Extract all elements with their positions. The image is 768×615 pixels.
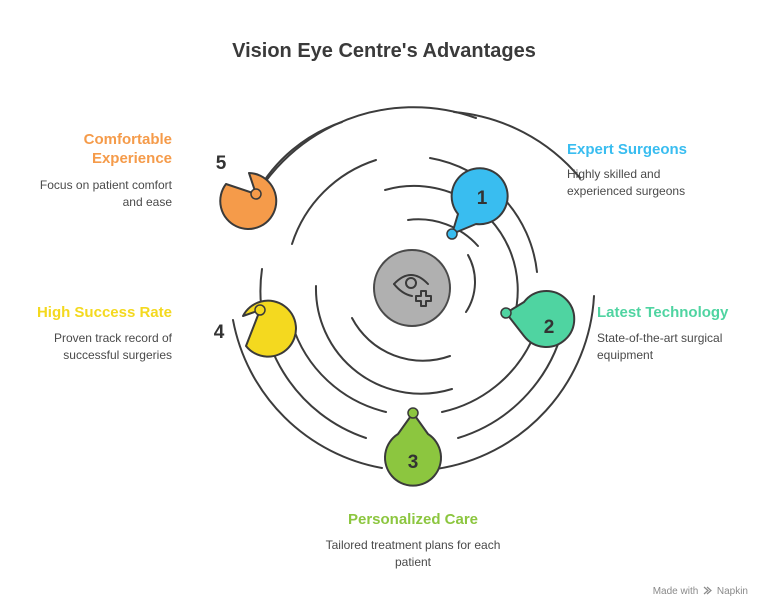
- arc-ring-4d: [441, 339, 533, 413]
- badge-1: 1: [446, 167, 509, 240]
- arc-ring-3c: [314, 285, 453, 395]
- badge-2-number: 2: [544, 317, 555, 338]
- badge-3-number: 3: [408, 452, 419, 473]
- feature-2-description: State-of-the-art surgical equipment: [597, 331, 723, 362]
- made-with-label: Made with: [652, 586, 699, 597]
- badge-4-number: 4: [214, 322, 225, 343]
- connector-dot-1: [446, 228, 458, 240]
- feature-3-description: Tailored treatment plans for each patien…: [325, 538, 501, 569]
- feature-5-title: Comfortable Experience: [83, 131, 172, 167]
- feature-1-description: Highly skilled and experienced surgeons: [567, 167, 686, 198]
- napkin-logo-icon: [703, 586, 712, 595]
- connector-dot-4: [254, 304, 266, 316]
- feature-4-description: Proven track record of successful surger…: [53, 331, 172, 362]
- feature-1-title: Expert Surgeons: [567, 141, 688, 158]
- napkin-brand-label: Napkin: [716, 586, 748, 597]
- feature-3-title: Personalized Care: [347, 511, 479, 528]
- connector-dot-3: [407, 407, 419, 419]
- made-with-footer: Made with Napkin: [653, 586, 748, 597]
- connector-dot-2: [500, 307, 512, 319]
- badge-5: 5: [216, 153, 278, 230]
- arc-ring-5: [259, 268, 367, 439]
- eye-plus-icon: [393, 274, 432, 307]
- arc-ring-4: [291, 159, 377, 245]
- arc-ring-6b: [435, 295, 595, 470]
- arc-ring-1: [407, 218, 479, 247]
- center-hub: [373, 249, 451, 327]
- feature-2-title: Latest Technology: [597, 304, 729, 321]
- feature-4-title: High Success Rate: [36, 304, 172, 321]
- badge-2: 2: [500, 290, 576, 348]
- badge-5-number: 5: [216, 153, 227, 174]
- diagram-title: Vision Eye Centre's Advantages: [232, 40, 536, 62]
- arc-ring-1b: [465, 254, 476, 313]
- feature-5-description: Focus on patient comfort and ease: [39, 178, 172, 209]
- arc-ring-6: [232, 319, 383, 469]
- badge-1-number: 1: [477, 188, 488, 209]
- connector-dot-5: [250, 188, 262, 200]
- badge-4: 4: [214, 299, 297, 358]
- arc-ring-4c: [291, 323, 387, 413]
- badge-3: 3: [384, 407, 442, 487]
- arc-ring-2: [351, 317, 451, 362]
- arc-ring-6d: [453, 111, 581, 179]
